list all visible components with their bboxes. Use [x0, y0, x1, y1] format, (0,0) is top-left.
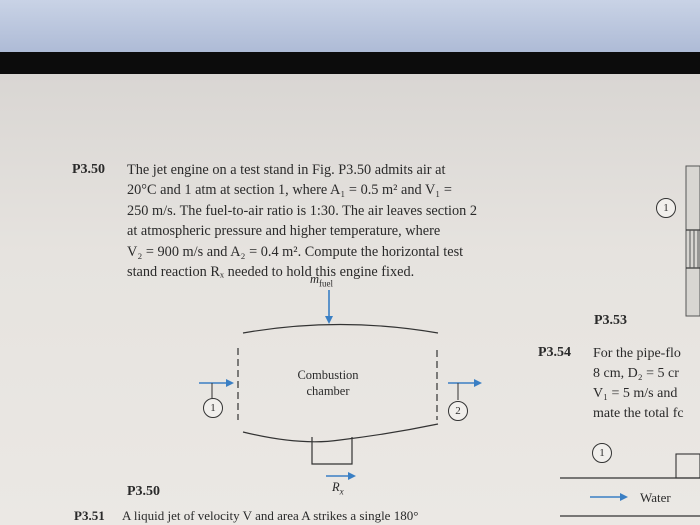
problem-line: 20°C and 1 atm at section 1, where A₁ = … [127, 182, 452, 199]
section-1-marker: 1 [203, 398, 223, 418]
reaction-arrowhead [348, 472, 356, 480]
pipe-fitting-3-54 [675, 453, 700, 479]
textbook-page [0, 74, 700, 525]
section-1-marker-3-53: 1 [656, 198, 676, 218]
next-problem-line: P3.51 A liquid jet of velocity V and are… [74, 508, 419, 523]
problem-line: 250 m/s. The fuel-to-air ratio is 1:30. … [127, 202, 478, 219]
problem-text: The jet engine on a test stand in Fig. P… [127, 160, 522, 282]
engine-top-wall [242, 323, 439, 334]
pipe-wall-3-53 [685, 165, 700, 317]
problem-line: stand reaction Rₓ needed to hold this en… [127, 264, 415, 281]
problem-line: at atmospheric pressure and higher tempe… [127, 223, 441, 240]
reaction-label: Rx [332, 480, 344, 497]
page-top-edge-bar [0, 52, 700, 74]
figure-caption-3-53: P3.53 [594, 313, 628, 328]
section-2-marker: 2 [448, 401, 468, 421]
section-1-marker-3-54: 1 [592, 443, 612, 463]
chamber-label: Combustion chamber [297, 368, 359, 398]
problem-line: The jet engine on a test stand in Fig. P… [127, 162, 446, 178]
engine-bottom-wall [242, 423, 439, 443]
test-stand-mount [311, 437, 353, 465]
water-label: Water [640, 490, 671, 505]
background-top-band [0, 0, 700, 52]
problem-line: V₂ = 900 m/s and A₂ = 0.4 m². Compute th… [127, 243, 464, 260]
exit-arrowhead [474, 379, 482, 387]
fuel-arrowhead [325, 316, 333, 324]
inlet-arrowhead [226, 379, 234, 387]
problem-number: P3.50 [72, 162, 106, 177]
figure-caption: P3.50 [127, 484, 161, 499]
problem-text-3-54: For the pipe-flo 8 cm, D₂ = 5 cr V₁ = 5 … [593, 346, 684, 421]
fuel-label: mfuel [310, 272, 334, 289]
problem-number-3-54: P3.54 [538, 345, 572, 360]
water-arrowhead [620, 493, 628, 501]
